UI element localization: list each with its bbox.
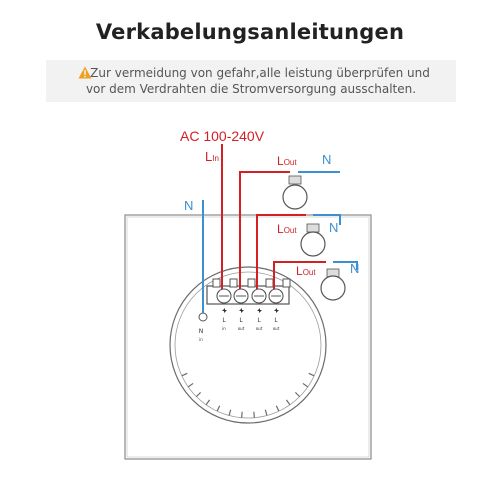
- neutral-label-1: N: [322, 152, 331, 167]
- housing-tooth: [285, 399, 291, 406]
- light-bulb-icon-1: [282, 175, 308, 210]
- terminal-label-l3-sub: out: [273, 326, 280, 331]
- housing-tooth: [294, 391, 301, 398]
- terminal-label-l3: L: [274, 317, 278, 324]
- warning-triangle-icon: [78, 66, 92, 79]
- light-bulb-icon-3: [320, 268, 346, 301]
- terminal-label-n-sub: in: [199, 337, 203, 342]
- neutral-label-3: N: [350, 261, 359, 276]
- terminal-block: [198, 278, 291, 322]
- lout-label-1: LOut: [277, 154, 297, 168]
- housing-tooth: [308, 372, 315, 377]
- terminal-label-lin-sub: in: [222, 326, 226, 331]
- terminal-label-l2: L: [257, 317, 261, 324]
- housing-tooth: [264, 409, 268, 416]
- housing-tooth: [187, 382, 194, 388]
- terminal-label-l1-sub: out: [238, 326, 245, 331]
- terminal-label-n: N: [199, 328, 204, 335]
- neutral-label-2: N: [329, 220, 338, 235]
- terminal-label-l1: L: [239, 317, 243, 324]
- housing-tooth: [228, 409, 232, 416]
- housing-tooth: [241, 411, 243, 418]
- neutral-wires: [202, 171, 358, 313]
- housing-tooth: [181, 372, 188, 377]
- neutral-label-main: N: [184, 198, 193, 213]
- page-title: Verkabelungsanleitungen: [95, 20, 405, 44]
- housing-tooth: [205, 399, 211, 406]
- switch-panel: [124, 214, 372, 460]
- housing-tooth: [253, 411, 255, 418]
- terminal-label-l2-sub: out: [256, 326, 263, 331]
- warning-box: Zur vermeidung von gefahr,alle leistung …: [46, 60, 456, 102]
- light-bulb-icon-2: [300, 223, 326, 257]
- lin-label: LIn: [205, 149, 219, 164]
- lout-label-2: LOut: [277, 222, 297, 236]
- supply-voltage-label: AC 100-240V: [180, 128, 265, 144]
- warning-text-line-2: vor dem Verdrahten die Stromversorgung a…: [85, 82, 417, 96]
- housing-tooth: [275, 405, 280, 412]
- back-box-housing: [169, 266, 327, 424]
- housing-tooth: [302, 382, 309, 388]
- housing-tooth: [216, 405, 221, 412]
- housing-tooth: [195, 391, 202, 398]
- lout-label-3: LOut: [296, 264, 316, 278]
- live-wires: [221, 144, 326, 289]
- warning-text-line-1: Zur vermeidung von gefahr,alle leistung …: [90, 66, 430, 80]
- terminal-label-lin: L: [222, 317, 226, 324]
